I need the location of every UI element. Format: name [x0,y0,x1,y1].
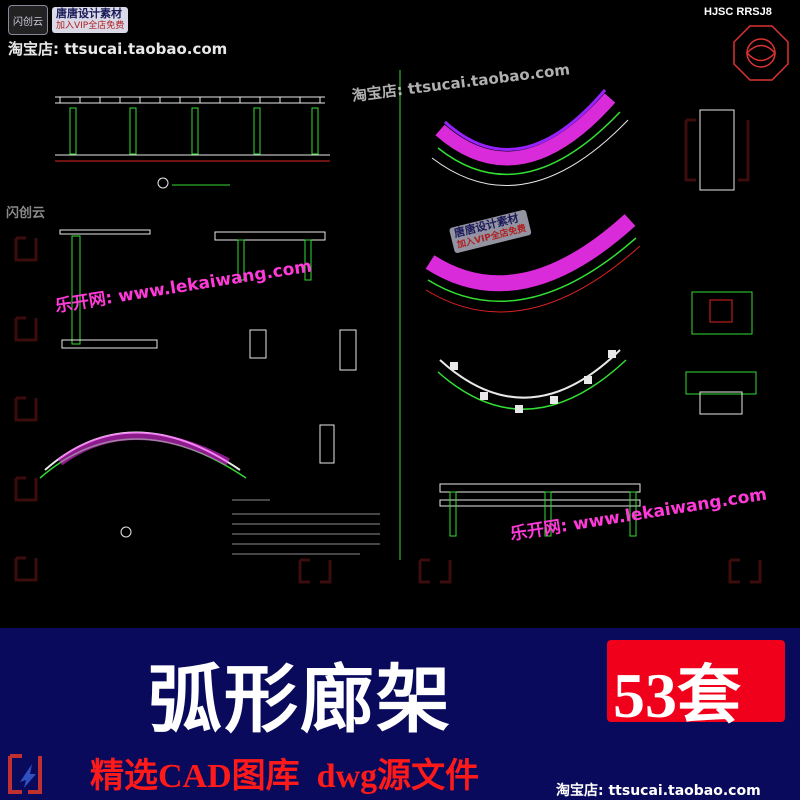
count-text: 53套 [613,660,741,731]
notes-block [232,499,380,555]
badge-text-box: 唐唐设计素材 加入VIP全店免费 [52,7,129,33]
count-badge [607,640,785,722]
elevation-drawing [55,96,330,189]
cad-drawing-sheet [14,25,789,584]
badge-line2: 加入VIP全店免费 [56,21,125,31]
detail-drawings [59,109,757,537]
product-title: 弧形廊架 [148,657,452,743]
top-watermark-badge: 闪创云 唐唐设计素材 加入VIP全店免费 [8,5,129,35]
background-logo-tiles [14,118,762,584]
shop-watermark-top: 淘宝店: ttsucai.taobao.com [8,40,228,58]
shop-watermark-bottom: 淘宝店: ttsucai.taobao.com [556,783,761,799]
product-subtitle: 精选CAD图库 dwg源文件 [90,758,480,795]
left-arc-plan [39,431,247,538]
corner-logo-icon [8,754,42,794]
ornament-octagon [733,25,789,81]
shanchuang-watermark: 闪创云 [6,206,46,221]
badge-line1: 唐唐设计素材 [56,7,122,20]
badge-logo: 闪创云 [8,5,48,35]
product-code: HJSC RRSJ8 [704,6,772,18]
arc-plan-drawing [425,89,641,413]
